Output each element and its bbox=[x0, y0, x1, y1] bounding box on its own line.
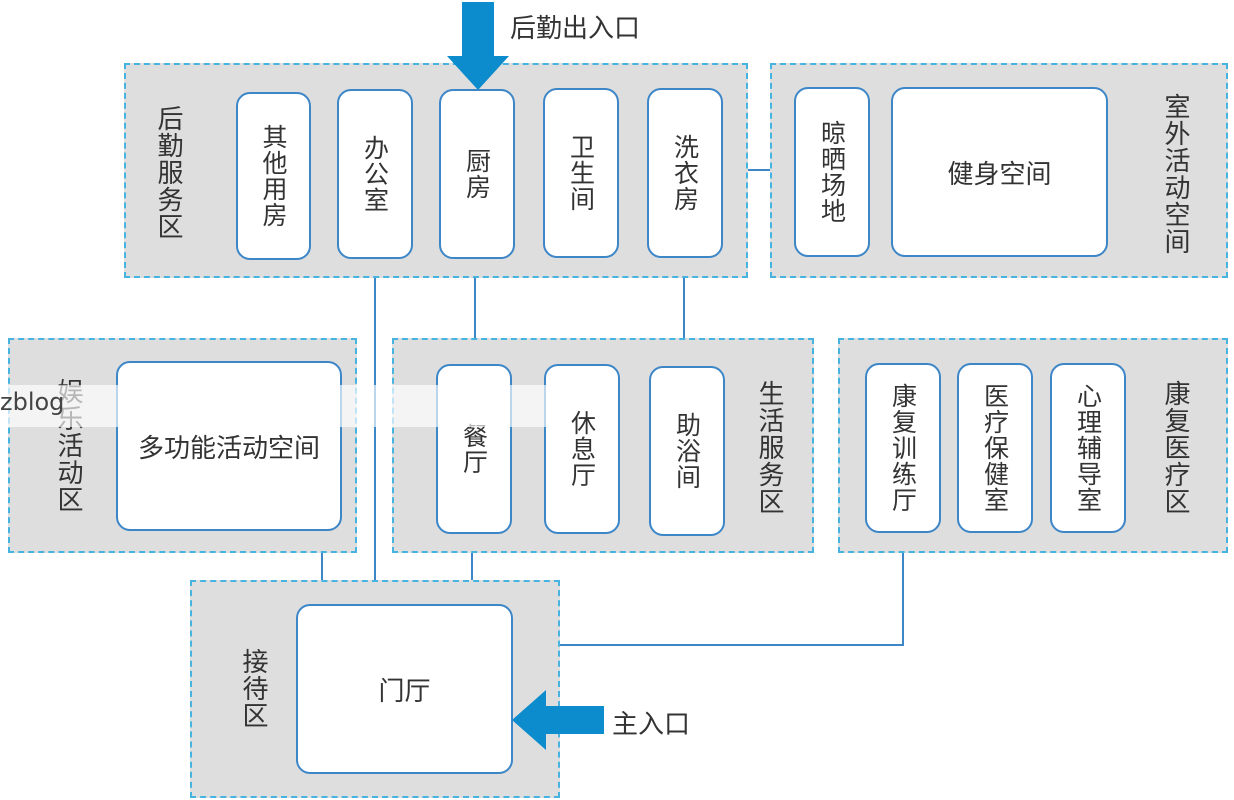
room-label: 多功能活动空间 bbox=[137, 433, 320, 464]
room-restroom: 卫生间 bbox=[543, 88, 619, 258]
zone-label-reception: 接待区 bbox=[238, 648, 268, 729]
room-label: 洗衣房 bbox=[670, 134, 700, 212]
room-laundry: 洗衣房 bbox=[647, 88, 723, 258]
zone-label-rehab-medical: 康复医疗区 bbox=[1160, 380, 1190, 515]
watermark-text: zblog bbox=[0, 388, 65, 416]
room-other-rooms: 其他用房 bbox=[236, 92, 311, 260]
logistics-entrance-arrow-icon bbox=[447, 2, 509, 90]
room-label: 餐厅 bbox=[459, 423, 489, 475]
room-label: 健身空间 bbox=[947, 159, 1052, 190]
room-assisted-bath: 助浴间 bbox=[649, 366, 725, 536]
main-entrance-arrow-icon bbox=[512, 690, 604, 750]
zone-label-life-service: 生活服务区 bbox=[754, 380, 784, 515]
zone-label-logistics-service: 后勤服务区 bbox=[153, 105, 183, 240]
zone-logistics-service bbox=[124, 63, 748, 278]
room-label: 办公室 bbox=[360, 135, 390, 213]
room-rehab-training: 康复训练厅 bbox=[865, 363, 941, 533]
room-label: 康复训练厅 bbox=[888, 383, 918, 513]
logistics-entrance-label: 后勤出入口 bbox=[510, 14, 641, 44]
watermark-band bbox=[0, 385, 560, 427]
room-label: 厨房 bbox=[462, 148, 492, 200]
room-office: 办公室 bbox=[337, 89, 413, 259]
room-fitness-space: 健身空间 bbox=[891, 87, 1108, 257]
room-kitchen: 厨房 bbox=[439, 89, 515, 259]
room-drying-area: 晾晒场地 bbox=[794, 87, 870, 257]
room-label: 助浴间 bbox=[672, 412, 702, 490]
room-label: 卫生间 bbox=[566, 134, 596, 212]
zone-label-outdoor-activity: 室外活动空间 bbox=[1160, 93, 1190, 255]
room-label: 休息厅 bbox=[567, 410, 597, 488]
room-label: 心理辅导室 bbox=[1073, 383, 1103, 513]
room-medical-care: 医疗保健室 bbox=[957, 363, 1033, 533]
room-counseling: 心理辅导室 bbox=[1050, 363, 1126, 533]
room-label: 门厅 bbox=[378, 676, 431, 707]
room-lobby: 门厅 bbox=[296, 604, 513, 774]
room-label: 其他用房 bbox=[259, 124, 288, 228]
main-entrance-label: 主入口 bbox=[612, 710, 691, 740]
connector-rehab-lobby bbox=[512, 533, 904, 646]
room-label: 晾晒场地 bbox=[817, 120, 847, 224]
room-label: 医疗保健室 bbox=[980, 383, 1010, 513]
